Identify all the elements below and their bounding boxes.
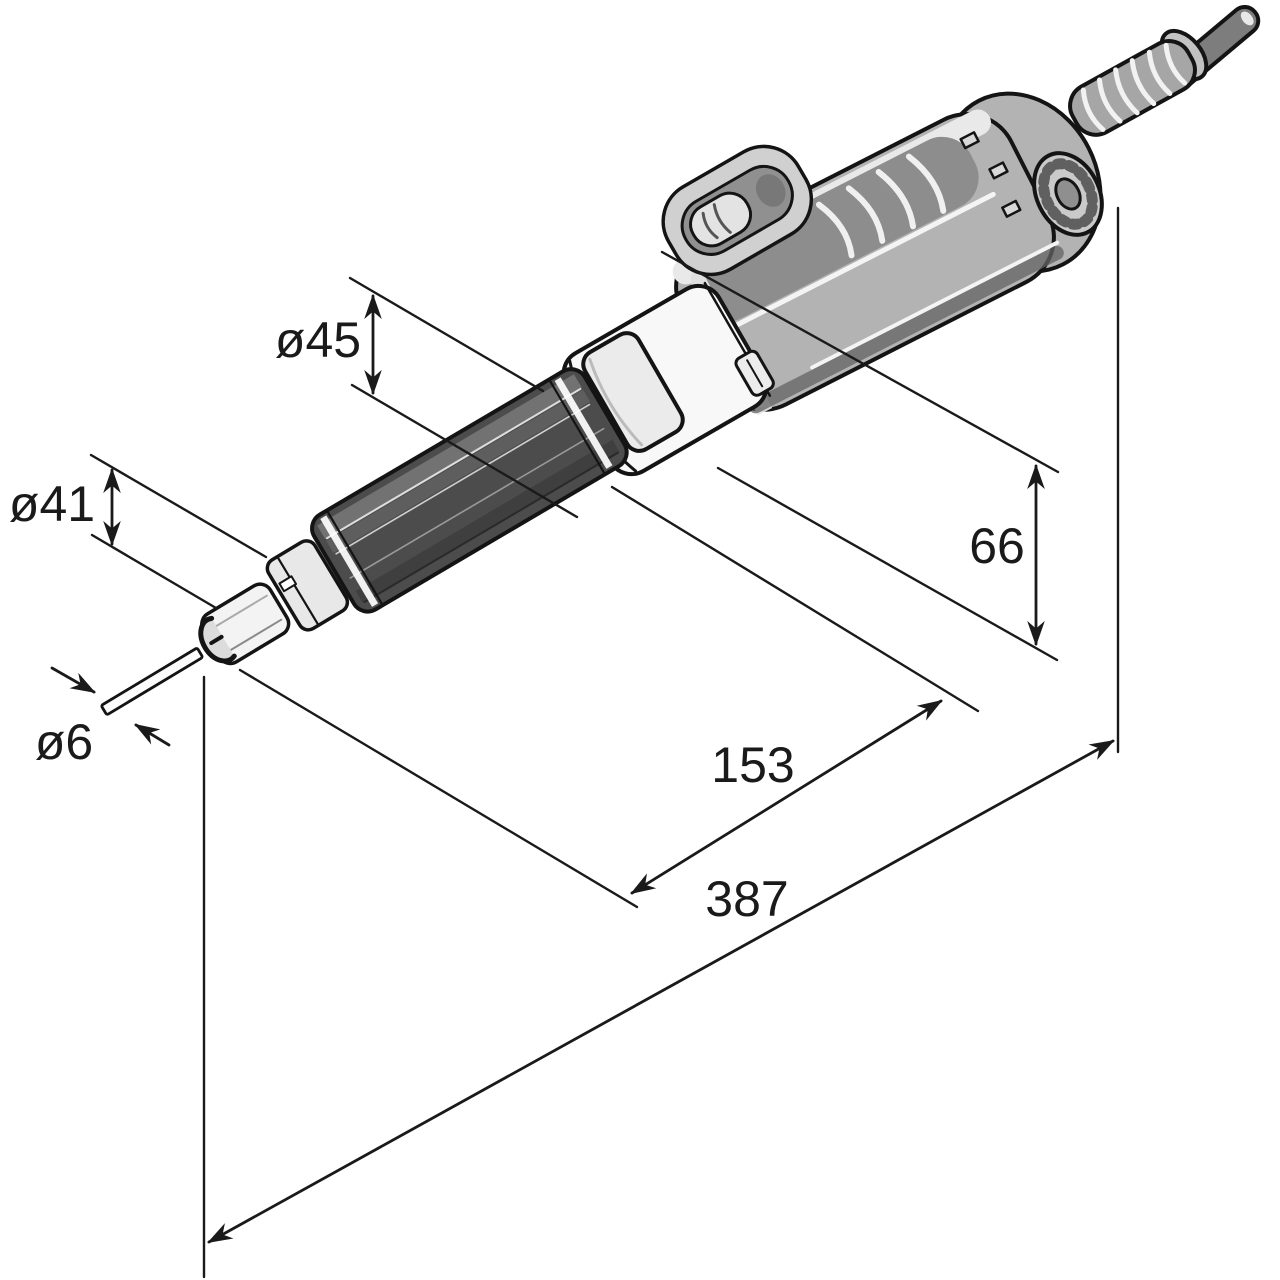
grip-sleeve: [310, 367, 629, 614]
dimension-arrow: [134, 723, 171, 747]
slider-ridge: [712, 203, 732, 234]
grip-rear-ring-edge: [549, 380, 606, 474]
grip-facet: [355, 439, 620, 604]
strain-relief-rib: [1129, 58, 1157, 107]
grip-front-ring-edge: [326, 511, 383, 605]
speed-dial: [1032, 151, 1104, 237]
switch-assembly: [661, 144, 814, 277]
extension-line: [238, 668, 639, 909]
strain-relief-rib: [1096, 77, 1123, 124]
grip-facet: [317, 374, 583, 540]
dim-grip-diameter: ø41: [9, 453, 268, 610]
dimension-arrow: [207, 739, 1115, 1244]
grip-flute-line: [325, 388, 582, 540]
extension-line: [716, 466, 1059, 662]
collet-jaw-notch: [209, 634, 224, 646]
dimension-arrow: [50, 666, 96, 694]
housing-bottom-shadow: [748, 245, 1064, 414]
vent-groove: [815, 201, 855, 259]
housing-rim-notch: [988, 161, 1009, 180]
strain-relief-rib: [1080, 87, 1106, 132]
extension-line: [89, 453, 268, 559]
slider-ridge: [701, 211, 719, 240]
housing-rim-notch: [959, 131, 980, 150]
front-collar: [265, 539, 350, 632]
vent-grooves: [815, 153, 947, 259]
dim-label-collet-diameter: ø6: [35, 714, 93, 770]
housing-top-panel: [690, 136, 979, 322]
dimension-arrow: [630, 699, 943, 895]
collar-shade-line: [588, 357, 644, 447]
dial-hub: [1054, 177, 1082, 211]
dim-collet-diameter: ø6: [35, 666, 171, 770]
grinder-illustration: [100, 4, 1261, 716]
dim-label-grip-diameter: ø41: [9, 476, 95, 532]
grip-facet: [326, 389, 591, 554]
shaft-body: [100, 647, 204, 716]
collet-facet-line: [210, 594, 268, 630]
front-collar-body: [265, 539, 350, 632]
dim-label-collar-diameter: ø45: [275, 312, 361, 368]
front-collar-slot: [278, 575, 298, 593]
extension-line: [610, 485, 980, 713]
collet-nose: [198, 582, 291, 666]
vent-groove: [845, 185, 886, 244]
dim-label-body-height: 66: [969, 518, 1025, 574]
strain-relief: [1068, 39, 1197, 137]
housing-seam-upper: [714, 191, 996, 338]
housing-rim-notch: [1001, 199, 1022, 218]
collet-facet-line: [225, 618, 283, 654]
front-collar-step: [277, 557, 319, 625]
extension-line: [90, 533, 218, 610]
extension-line: [660, 250, 1060, 474]
strain-relief-body: [1068, 39, 1197, 137]
switch-recess-shadow: [755, 174, 786, 207]
grip-rear-ring: [554, 377, 613, 469]
dim-collar-diameter: ø45: [275, 276, 579, 519]
strain-relief-rib: [1146, 49, 1173, 97]
dim-overall-length: 387: [202, 206, 1120, 1279]
grip-flute-line: [349, 427, 605, 579]
extension-line: [348, 276, 545, 393]
strain-relief-rib: [1163, 42, 1188, 86]
latch-slot: [746, 359, 764, 388]
dim-label-front-length: 153: [711, 737, 794, 793]
dial-knurl-ring: [1038, 158, 1098, 230]
strain-relief-rib: [1113, 67, 1140, 116]
grip-flute-line: [335, 403, 591, 555]
dim-body-height: 66: [660, 250, 1060, 662]
extension-line: [350, 383, 579, 519]
grip-front-ring: [320, 515, 379, 607]
vent-groove: [875, 169, 917, 230]
vent-groove: [905, 153, 947, 214]
housing-seam-lower: [810, 240, 1060, 370]
cable-end-highlight: [1240, 11, 1254, 26]
spindle-shaft: [100, 647, 204, 716]
grip-flute-line: [363, 451, 619, 604]
dim-label-overall-length: 387: [705, 871, 788, 927]
clamp-collar-body: [581, 331, 685, 453]
clamp-collar: [581, 331, 685, 453]
dimension-annotations: ø45 ø41 ø6 66 153: [9, 206, 1120, 1279]
